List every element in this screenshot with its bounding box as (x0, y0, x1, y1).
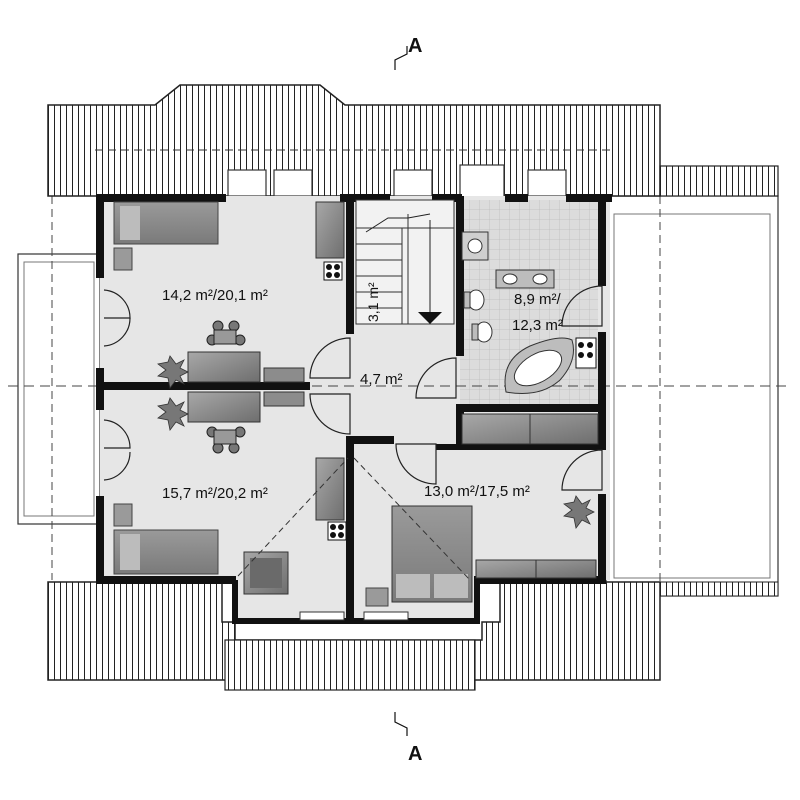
section-marker-top: A (395, 35, 422, 70)
desk (188, 392, 260, 422)
section-label-bottom: A (408, 743, 422, 765)
section-label-top: A (408, 35, 422, 57)
nightstand (366, 588, 388, 606)
room-area-stairs: 3,1 m² (365, 282, 381, 322)
room-area-bathroom-line2: 12,3 m² (512, 317, 563, 334)
cooktop (324, 262, 342, 280)
desk (188, 352, 260, 382)
balcony-left (18, 196, 100, 580)
room-area-bedroom-right: 13,0 m²/17,5 m² (424, 483, 530, 500)
nightstand (114, 248, 132, 270)
section-marker-bottom: A (395, 712, 422, 765)
wardrobe (316, 458, 344, 520)
nightstand (114, 504, 132, 526)
wardrobe (316, 202, 344, 258)
room-area-bedroom-bottom: 15,7 m²/20,2 m² (162, 485, 268, 502)
cooktop (328, 522, 346, 540)
room-area-hall: 4,7 m² (360, 371, 403, 388)
room-area-bedroom-top: 14,2 m²/20,1 m² (162, 287, 268, 304)
room-area-bathroom-line1: 8,9 m²/ (514, 291, 562, 308)
terrace-right (606, 196, 778, 596)
